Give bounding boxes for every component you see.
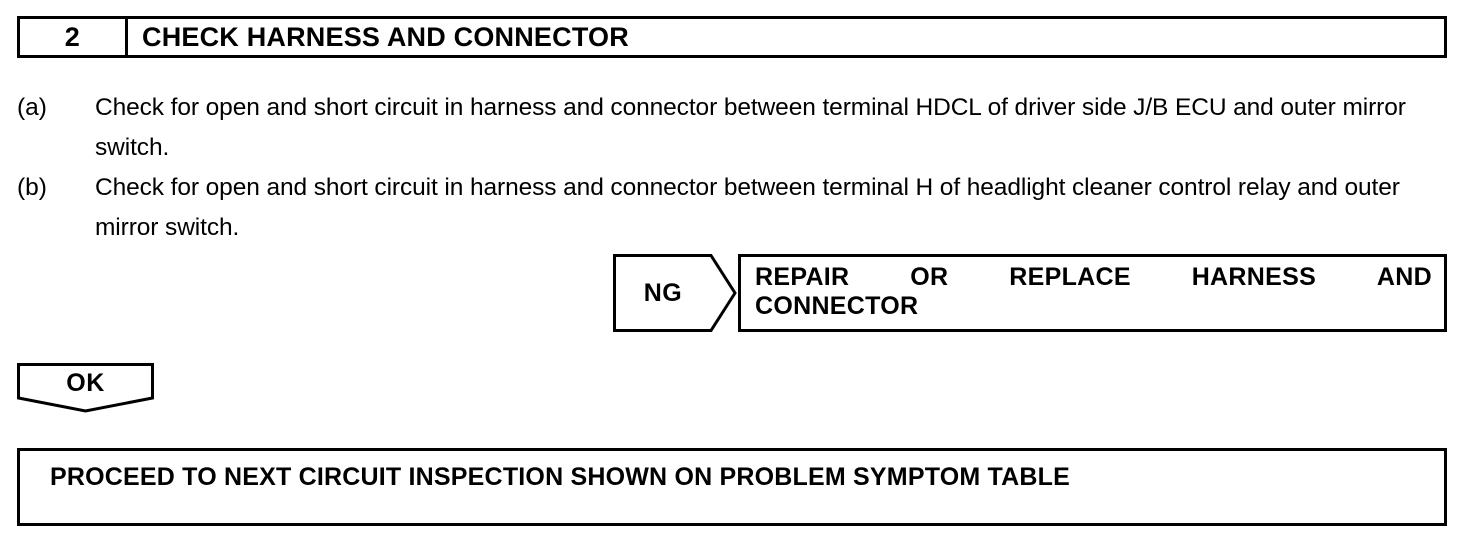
repair-action-line-1: REPAIR OR REPLACE HARNESS AND (755, 263, 1432, 292)
repair-word-replace: REPLACE (1009, 263, 1131, 291)
step-title: CHECK HARNESS AND CONNECTOR (142, 21, 629, 52)
procedure-item-a: (a) Check for open and short circuit in … (17, 88, 1455, 168)
repair-word-and: AND (1376, 263, 1432, 291)
procedure-item-a-text: Check for open and short circuit in harn… (95, 94, 1406, 161)
procedure-item-a-label: (a) (17, 94, 47, 121)
step-header-bar: 2 CHECK HARNESS AND CONNECTOR (17, 16, 1447, 58)
repair-word-or: OR (910, 263, 949, 291)
step-title-cell: CHECK HARNESS AND CONNECTOR (128, 19, 1444, 55)
ng-tag-label: NG (643, 278, 683, 307)
procedure-item-b-label: (b) (17, 174, 47, 201)
step-number: 2 (64, 21, 81, 52)
result-banner-text: PROCEED TO NEXT CIRCUIT INSPECTION SHOWN… (50, 463, 1070, 491)
ok-pentagon-shape (17, 363, 154, 413)
repair-action-line-2: CONNECTOR (755, 292, 919, 320)
ok-tag-label: OK (66, 368, 105, 397)
result-banner-box: PROCEED TO NEXT CIRCUIT INSPECTION SHOWN… (17, 448, 1447, 526)
repair-or-replace-box: REPAIR OR REPLACE HARNESS AND CONNECTOR (738, 254, 1447, 332)
ok-pentagon-tag: OK (17, 363, 154, 413)
procedure-item-b: (b) Check for open and short circuit in … (17, 168, 1455, 248)
step-number-cell: 2 (20, 19, 128, 55)
repair-word-repair: REPAIR (755, 263, 850, 291)
procedure-list: (a) Check for open and short circuit in … (17, 88, 1455, 248)
ng-arrow-tag: NG (613, 254, 737, 332)
ng-arrow-shape (613, 254, 737, 332)
procedure-item-b-text: Check for open and short circuit in harn… (95, 174, 1400, 241)
repair-word-harness: HARNESS (1191, 263, 1317, 291)
